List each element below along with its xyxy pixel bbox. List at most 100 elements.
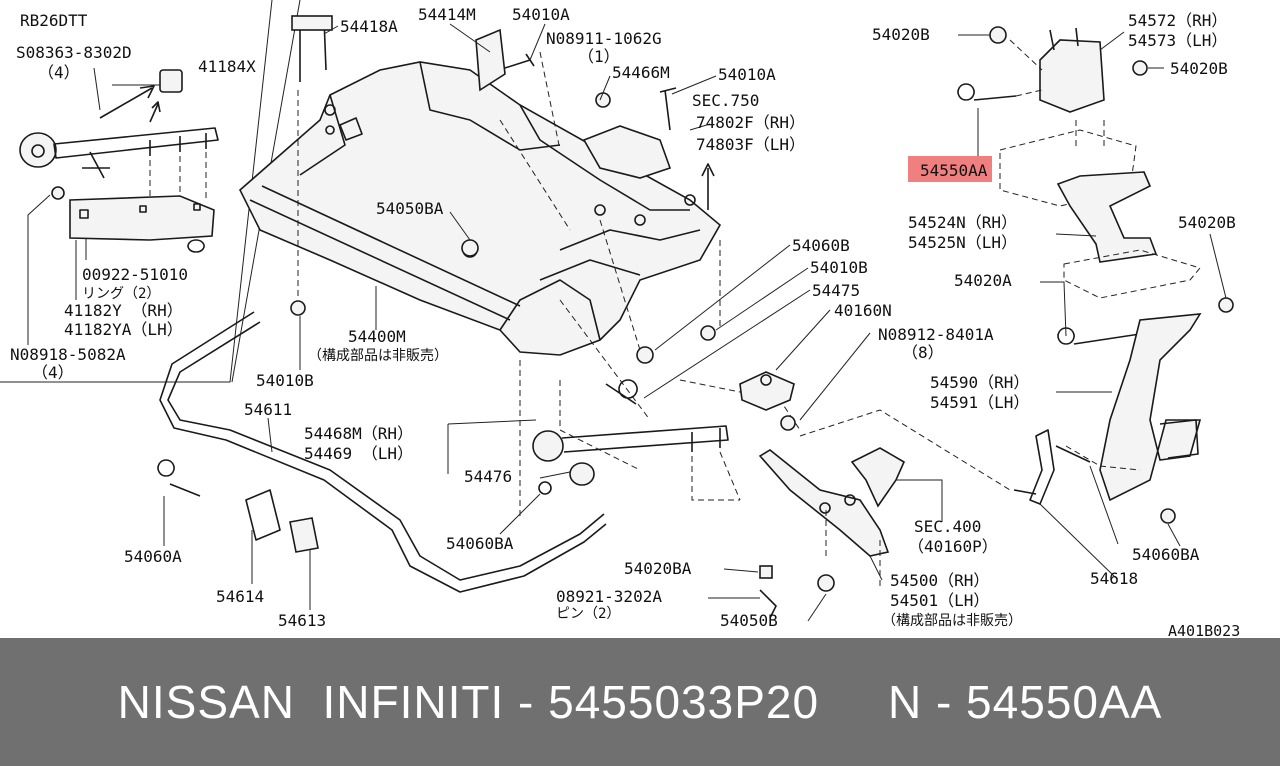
callout-label: （構成部品は非販売）: [882, 613, 1022, 629]
callout-label: 54618: [1090, 569, 1138, 588]
callout-label: （8）: [902, 343, 944, 362]
callout-label: 54524N（RH）: [908, 213, 1017, 232]
tension-rod-inset: [19, 69, 219, 253]
callout-label: 54020B: [1178, 213, 1236, 232]
callout-label: （40160P）: [908, 537, 998, 556]
ring-icon[interactable]: [187, 239, 205, 253]
callout-label: 54414M: [418, 5, 476, 24]
callout-label: 54475: [812, 281, 860, 300]
parts-diagram: RB26DTT S08363-8302D （4） 41184X 00922-51…: [0, 0, 1241, 640]
stabilizer-bushing-54613[interactable]: [289, 517, 319, 553]
ball-joint-40160N[interactable]: [739, 371, 795, 411]
callout-label: S08363-8302D: [16, 43, 132, 62]
ball-joint-40160P[interactable]: [850, 447, 906, 508]
highlight-box: [908, 156, 992, 182]
callout-label: （1）: [578, 47, 620, 66]
bushing-41184X[interactable]: [159, 69, 183, 93]
callout-label: 54020B: [872, 25, 930, 44]
nut-54020B[interactable]: [1132, 60, 1148, 76]
arrow-icon: [149, 101, 161, 123]
nut-54010B[interactable]: [700, 325, 716, 341]
washer-54060BA[interactable]: [538, 481, 552, 495]
nut-54020B[interactable]: [1218, 297, 1234, 313]
callout-label: 41184X: [198, 57, 256, 76]
nut-54020B[interactable]: [989, 26, 1007, 44]
arrow-icon: [99, 85, 155, 119]
tension-rod-bushing-center: [31, 144, 45, 158]
upper-link-54524N[interactable]: [1056, 171, 1158, 263]
callout-label: 54060A: [124, 547, 182, 566]
nut-icon[interactable]: [51, 186, 65, 200]
callout-label: N08912-8401A: [878, 325, 994, 344]
callout-label: 54500（RH）: [890, 571, 989, 590]
nut-54010B[interactable]: [290, 300, 306, 316]
callout-label: 74802F（RH）: [696, 113, 805, 132]
bolt-54475[interactable]: [605, 379, 638, 405]
callout-label: SEC.750: [692, 91, 759, 110]
knuckle-54590[interactable]: [1099, 313, 1202, 502]
nut-icon[interactable]: [595, 92, 611, 108]
tension-rod-bolt[interactable]: [82, 151, 110, 179]
callout-label: 74803F（LH）: [696, 135, 805, 154]
bolt-54010A[interactable]: [504, 53, 535, 69]
bushing-54476[interactable]: [569, 462, 595, 486]
callout-label: 54468M（RH）: [304, 424, 413, 443]
callout-label: 54613: [278, 611, 326, 630]
callout-label: 54400M: [348, 327, 406, 346]
bolt-54010A[interactable]: [659, 87, 677, 131]
callout-label: 40160N: [834, 301, 892, 320]
tension-rod-bushing[interactable]: [19, 132, 57, 168]
callout-label: 54573（LH）: [1128, 31, 1227, 50]
pin-icon[interactable]: [759, 589, 777, 619]
nut-54050BA[interactable]: [461, 239, 479, 257]
highlighted-part-number: 54550AA: [920, 161, 988, 180]
stabilizer-bar-inner: [159, 311, 607, 593]
callout-label: 54591（LH）: [930, 393, 1029, 412]
heat-shield-54466M[interactable]: [582, 125, 672, 179]
callout-label: 54010A: [718, 65, 776, 84]
callout-label: 54050B: [720, 611, 778, 630]
callout-label: 54476: [464, 467, 512, 486]
callout-label: （4）: [32, 363, 74, 382]
stabilizer-bar[interactable]: [167, 321, 605, 581]
part-number-banner: NISSAN INFINITI - 5455033P20 N - 54550AA: [0, 638, 1280, 766]
tension-rod-54468M[interactable]: [561, 425, 729, 453]
nut-54050B[interactable]: [817, 574, 835, 592]
nut-54020BA[interactable]: [759, 565, 773, 579]
callout-label: 54010B: [256, 371, 314, 390]
bolt-54020A[interactable]: [1057, 327, 1141, 345]
nut-icon[interactable]: [780, 415, 796, 431]
callout-label: ピン（2）: [556, 606, 620, 622]
front-subframe[interactable]: [239, 15, 722, 356]
tension-rod-bushing-54468M[interactable]: [532, 430, 564, 462]
tension-rod[interactable]: [53, 127, 219, 159]
callout-label: 54010B: [810, 258, 868, 277]
callout-label: 54060BA: [446, 534, 514, 553]
callout-label: 54060B: [792, 236, 850, 255]
callout-label: 54060BA: [1132, 545, 1200, 564]
tension-rod-studs[interactable]: [149, 133, 207, 156]
callout-label: （4）: [38, 63, 80, 82]
callout-label: リング（2）: [82, 286, 160, 302]
callout-label: 54614: [216, 587, 264, 606]
callout-label: 41182YA（LH）: [64, 320, 183, 339]
callout-label: 54020B: [1170, 59, 1228, 78]
tension-rod-bracket[interactable]: [69, 195, 215, 241]
callout-label: SEC.400: [914, 517, 981, 536]
upper-bracket-54572[interactable]: [1039, 39, 1105, 113]
bracket-54414M[interactable]: [475, 28, 506, 92]
callout-label: 54572（RH）: [1128, 11, 1227, 30]
bushing-54060B[interactable]: [636, 346, 654, 364]
diagram-code: A401B023: [1168, 622, 1240, 638]
arrow-icon: [701, 163, 715, 210]
bolt-54550AA[interactable]: [957, 83, 1017, 101]
stabilizer-clamp-54614[interactable]: [245, 489, 281, 541]
part-number-text: NISSAN INFINITI - 5455033P20 N - 54550AA: [117, 676, 1163, 728]
bolt-54060A[interactable]: [157, 459, 201, 497]
nut-54060BA[interactable]: [1160, 508, 1176, 524]
callout-label: 54020BA: [624, 559, 692, 578]
callout-label: 54010A: [512, 5, 570, 24]
callout-label: 54466M: [612, 63, 670, 82]
bracket-holes: [79, 203, 201, 219]
callout-label: （構成部品は非販売）: [308, 348, 448, 364]
